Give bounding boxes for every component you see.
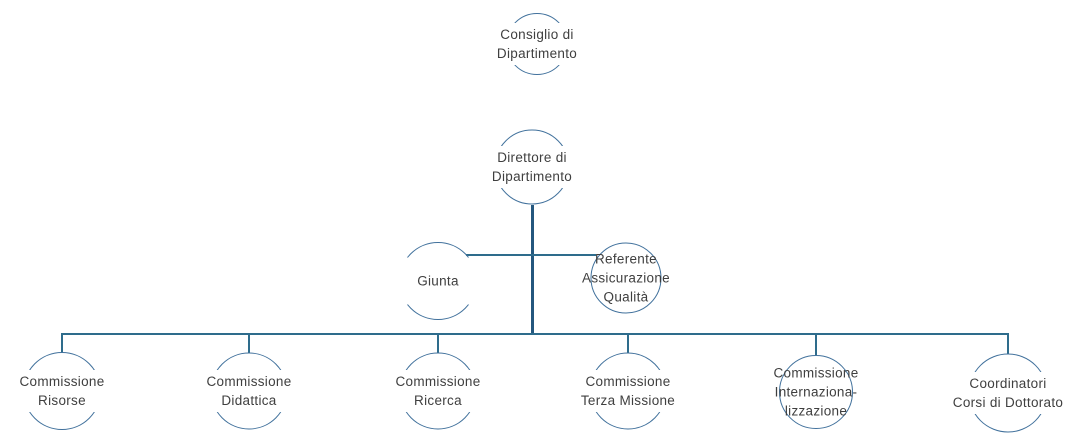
node-circle xyxy=(590,242,662,314)
label-line: Consiglio di xyxy=(500,27,574,42)
node-label: Consiglio di Dipartimento xyxy=(490,23,584,65)
node-label: Commissione Risorse xyxy=(13,370,111,412)
node-label: Direttore di Dipartimento xyxy=(485,146,579,188)
trunk-line-direttore xyxy=(531,205,534,334)
drop-line-didattica xyxy=(248,334,250,353)
label-line: Coordinatori xyxy=(969,376,1047,391)
label-line: Commissione xyxy=(773,365,859,381)
label-line: Dipartimento xyxy=(491,169,573,184)
drop-line-coordinatori xyxy=(1007,334,1009,354)
label-line: Qualità xyxy=(603,289,649,305)
label-line: Assicurazione xyxy=(582,270,670,286)
label-line: Corsi di Dottorato xyxy=(952,395,1064,410)
label-line: Commissione xyxy=(585,374,671,389)
label-line: Giunta xyxy=(417,273,459,289)
drop-line-risorse xyxy=(61,334,63,353)
label-line: Commissione xyxy=(19,374,105,389)
node-label: Commissione Didattica xyxy=(200,370,298,412)
node-label: Commissione Internaziona- lizzazione xyxy=(773,364,858,421)
label-line: Dipartimento xyxy=(496,46,578,61)
label-line: Direttore di xyxy=(497,150,567,165)
drop-line-internazionalizzazione xyxy=(815,334,817,355)
label-line: Internaziona- xyxy=(774,384,858,400)
drop-line-terza-missione xyxy=(627,334,629,353)
node-label: Coordinatori Corsi di Dottorato xyxy=(946,372,1070,414)
label-line: Commissione xyxy=(206,374,292,389)
label-line: Terza Missione xyxy=(580,393,676,408)
node-label: Commissione Terza Missione xyxy=(574,370,682,412)
node-label: Commissione Ricerca xyxy=(389,370,487,412)
label-line: lizzazione xyxy=(784,403,848,419)
bus-line-commissioni xyxy=(61,333,1009,335)
label-line: Didattica xyxy=(221,393,277,408)
connector-giunta-referente xyxy=(466,254,596,256)
label-line: Ricerca xyxy=(414,393,462,408)
node-label: Giunta xyxy=(390,257,486,305)
node-label: Referente Assicurazione Qualità xyxy=(582,250,670,307)
label-line: Risorse xyxy=(38,393,86,408)
label-line: Referente xyxy=(594,251,657,267)
node-circle xyxy=(779,355,853,429)
label-line: Commissione xyxy=(395,374,481,389)
drop-line-ricerca xyxy=(437,334,439,353)
